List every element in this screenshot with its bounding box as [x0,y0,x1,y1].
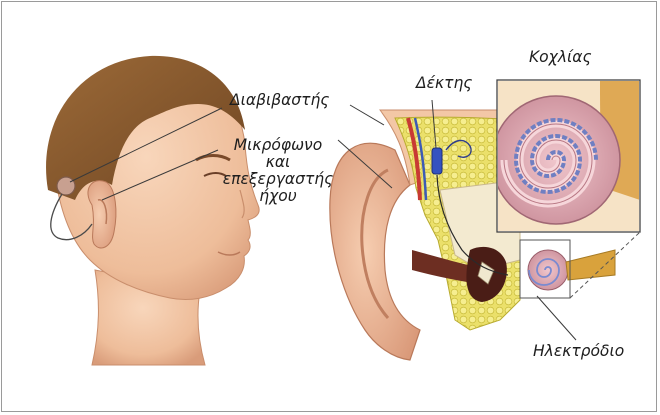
receiver-label: Δέκτης [416,75,472,92]
microphone-label-line4: ήχου [228,188,328,205]
transmitter-label: Διαβιβαστής [230,92,329,109]
microphone-label-line3: επεξεργαστής [222,171,334,188]
cochlea-label: Κοχλίας [529,49,592,66]
electrode-label: Ηλεκτρόδιο [533,343,624,360]
microphone-label-line2: και [228,154,328,171]
head-profile [46,56,259,365]
transmitter-disc [57,177,75,195]
microphone-label-line1: Μικρόφωνο [228,137,328,154]
cochlea-small [528,250,615,290]
cochlea-inset [492,80,640,232]
receiver-device [432,148,442,174]
